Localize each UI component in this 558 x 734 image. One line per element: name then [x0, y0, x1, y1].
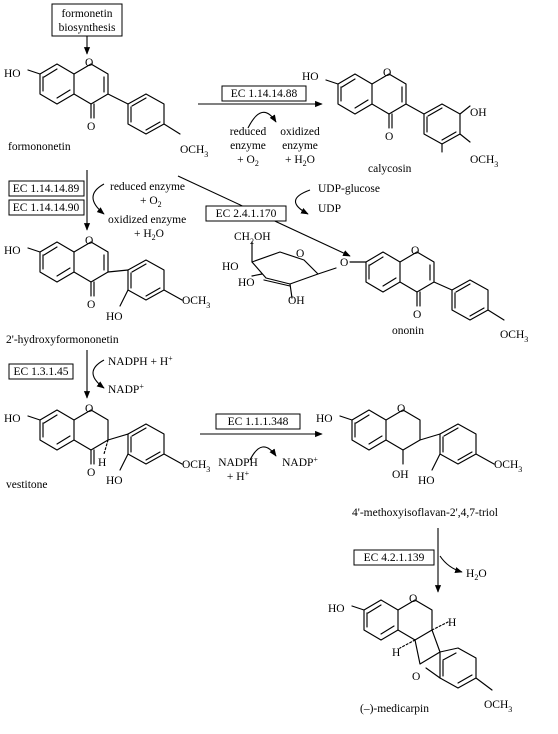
svg-text:+ H+: + H+	[227, 469, 250, 483]
svg-text:NADPH: NADPH	[218, 457, 258, 469]
svg-text:OCH3: OCH3	[180, 144, 208, 159]
label-formononetin: formononetin	[8, 141, 71, 153]
svg-text:O: O	[413, 309, 421, 321]
svg-text:H2O: H2O	[466, 568, 487, 582]
svg-text:O: O	[385, 131, 393, 143]
svg-text:OH: OH	[288, 295, 305, 307]
svg-text:enzyme: enzyme	[230, 140, 266, 152]
svg-text:O: O	[409, 593, 417, 605]
svg-text:oxidized enzyme: oxidized enzyme	[108, 214, 186, 226]
svg-text:HO: HO	[328, 603, 345, 615]
svg-text:OH: OH	[470, 107, 487, 119]
svg-text:OCH3: OCH3	[470, 154, 498, 169]
svg-text:HO: HO	[302, 71, 319, 83]
svg-text:O: O	[85, 57, 93, 69]
svg-text:HO: HO	[106, 475, 123, 487]
svg-text:O: O	[87, 299, 95, 311]
svg-text:EC 1.1.1.348: EC 1.1.1.348	[228, 416, 289, 428]
svg-text:H: H	[98, 457, 106, 469]
svg-text:EC 1.14.14.89: EC 1.14.14.89	[13, 183, 80, 195]
svg-text:OCH3: OCH3	[500, 329, 528, 344]
svg-text:+ O2: + O2	[140, 195, 162, 209]
start-box: formonetin biosynthesis	[51, 3, 123, 37]
structure-calycosin: HO O O OH OCH3 calycosin	[302, 67, 498, 175]
reaction-2: EC 1.14.14.89 EC 1.14.14.90 reduced enzy…	[8, 170, 186, 242]
svg-text:O: O	[85, 235, 93, 247]
svg-text:HO: HO	[418, 475, 435, 487]
structure-2-hydroxyformononetin: HO O O HO OCH3 2'-hydroxyformononetin	[4, 235, 210, 346]
svg-text:UDP-glucose: UDP-glucose	[318, 183, 380, 195]
svg-text:HO: HO	[316, 413, 333, 425]
svg-text:O: O	[296, 248, 304, 260]
label-vestitone: vestitone	[6, 479, 48, 491]
svg-text:formonetin: formonetin	[61, 8, 112, 20]
svg-text:NADP+: NADP+	[282, 455, 318, 469]
svg-text:HO: HO	[106, 311, 123, 323]
svg-text:+ H2O: + H2O	[285, 154, 315, 168]
svg-text:O: O	[397, 403, 405, 415]
reaction-5: EC 1.1.1.348 NADPH + H+ NADP+	[200, 413, 323, 483]
svg-text:O: O	[87, 467, 95, 479]
label-medicarpin: (–)-medicarpin	[360, 703, 429, 715]
reaction-1: EC 1.14.14.88 reduced enzyme + O2 oxidiz…	[198, 85, 323, 168]
label-triol: 4'-methoxyisoflavan-2',4,7-triol	[352, 507, 498, 519]
svg-text:OCH3: OCH3	[494, 459, 522, 474]
svg-text:reduced enzyme: reduced enzyme	[110, 181, 185, 193]
svg-text:O: O	[383, 67, 391, 79]
svg-text:NADPH + H+: NADPH + H+	[108, 354, 173, 368]
svg-text:oxidized: oxidized	[280, 126, 320, 138]
svg-text:OCH3: OCH3	[484, 699, 512, 714]
svg-text:biosynthesis: biosynthesis	[59, 22, 116, 34]
svg-text:EC 2.4.1.170: EC 2.4.1.170	[216, 208, 277, 220]
svg-text:CH2OH: CH2OH	[234, 231, 271, 246]
svg-text:UDP: UDP	[318, 203, 341, 215]
svg-text:HO: HO	[4, 245, 21, 257]
structure-medicarpin: HO O O H H OCH3 (–)-medicarpin	[328, 593, 512, 715]
svg-text:HO: HO	[222, 261, 239, 273]
structure-triol: HO O OH HO OCH3 4'-methoxyisoflavan-2',4…	[316, 403, 522, 519]
svg-text:H: H	[448, 617, 456, 629]
structure-formononetin: HO O O OCH3 formononetin	[4, 57, 208, 159]
reaction-4: EC 1.3.1.45 NADPH + H+ NADP+	[8, 350, 173, 399]
svg-text:OCH3: OCH3	[182, 295, 210, 310]
structure-ononin: CH2OH HO HO OH O O O O OCH3 ononin	[222, 231, 528, 344]
svg-text:O: O	[85, 403, 93, 415]
svg-text:EC 4.2.1.139: EC 4.2.1.139	[364, 552, 425, 564]
svg-text:HO: HO	[238, 277, 255, 289]
svg-text:O: O	[412, 671, 420, 683]
svg-text:O: O	[340, 257, 348, 269]
svg-text:HO: HO	[4, 413, 21, 425]
label-2-hydroxyformononetin: 2'-hydroxyformononetin	[6, 334, 119, 346]
svg-text:OH: OH	[392, 469, 409, 481]
svg-text:EC 1.14.14.88: EC 1.14.14.88	[231, 88, 298, 100]
svg-text:reduced: reduced	[230, 126, 267, 138]
svg-text:OCH3: OCH3	[182, 459, 210, 474]
label-calycosin: calycosin	[368, 163, 412, 175]
svg-text:enzyme: enzyme	[282, 140, 318, 152]
svg-text:+ O2: + O2	[237, 154, 259, 168]
svg-text:HO: HO	[4, 68, 21, 80]
svg-text:H: H	[392, 647, 400, 659]
svg-text:EC 1.14.14.90: EC 1.14.14.90	[13, 202, 80, 214]
label-ononin: ononin	[392, 325, 424, 337]
svg-text:O: O	[87, 121, 95, 133]
svg-text:O: O	[411, 245, 419, 257]
svg-text:EC 1.3.1.45: EC 1.3.1.45	[14, 366, 69, 378]
reaction-3: EC 2.4.1.170 UDP-glucose UDP	[177, 175, 380, 257]
reaction-6: EC 4.2.1.139 H2O	[353, 528, 487, 593]
svg-text:NADP+: NADP+	[108, 382, 144, 396]
structure-vestitone: HO O O H HO OCH3 vestitone	[4, 403, 210, 491]
svg-text:+ H2O: + H2O	[134, 228, 164, 242]
